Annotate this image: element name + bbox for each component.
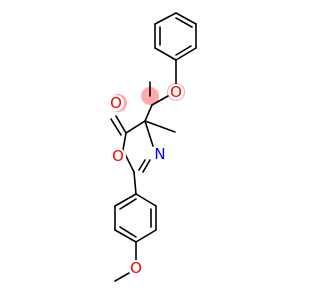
bond-c2-aryl [133,171,137,195]
phenyl-ring [154,12,197,61]
structure-drawing: O O O N O [108,12,197,282]
ring-nitrogen-label: N [154,145,165,163]
oxazolone-ring [110,115,154,173]
molecule-canvas: O O O N O [108,12,197,282]
methoxyphenyl-ring [114,193,157,243]
bond-carbonyl-quaternary [144,104,153,122]
ring-oxygen-label: O [112,147,124,165]
methoxy-oxygen-label: O [130,259,142,277]
bond-ester-oxygen-carbonyl [151,95,169,106]
atom-labels: O O O N O [108,83,184,277]
bond-methoxy-methyl [114,272,130,282]
ester-oxygen-label: O [170,83,182,101]
bond-methyl [144,120,176,133]
lactone-carbonyl-oxygen-label: O [110,94,122,112]
